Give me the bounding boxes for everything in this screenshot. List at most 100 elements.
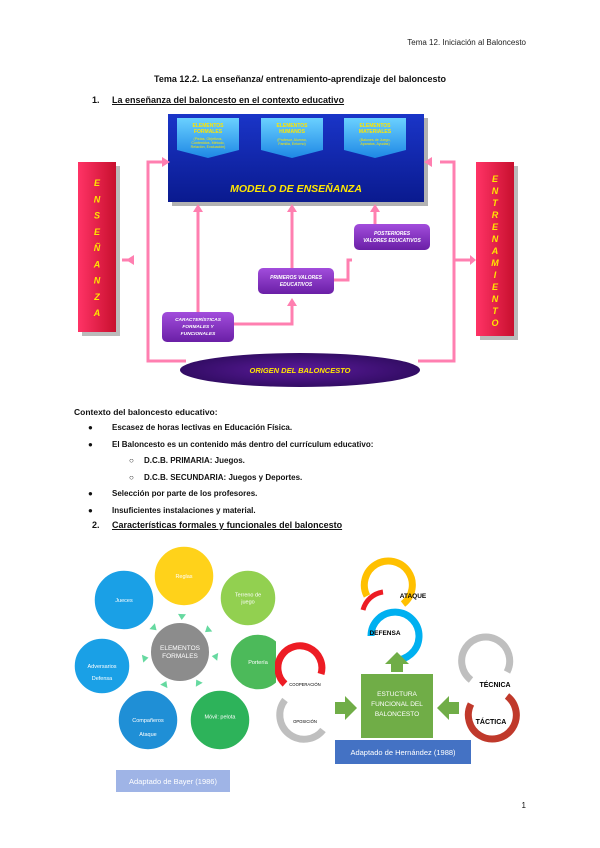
primeros-valores-box (258, 268, 334, 294)
context-heading: Contexto del baloncesto educativo: (74, 407, 218, 417)
center-arrow (211, 652, 219, 661)
bar-letter: E (94, 178, 101, 188)
circle-companeros (117, 689, 179, 751)
hernandez-caption-box (335, 740, 471, 764)
entrenamiento-bar (476, 162, 514, 336)
box3-title-1: ELEMENTOS (359, 123, 391, 129)
primeros-line-1: PRIMEROS VALORES (270, 275, 323, 281)
posteriores-valores-box (354, 224, 430, 250)
context-list-item: Selección por parte de los profesores. (74, 486, 373, 503)
section-2-title: Características formales y funcionales d… (112, 520, 343, 530)
bar-letter: E (492, 282, 499, 292)
box3-sub-2: Aparatos, Ayudas) (360, 142, 389, 146)
bar-letter: I (494, 270, 497, 280)
posteriores-line-1: POSTERIORES (374, 231, 411, 237)
structure-center-line-2: FUNCIONAL DEL (371, 701, 423, 708)
formal-center-line-2: FORMALES (162, 653, 198, 660)
center-arrow (149, 623, 157, 631)
caracteristicas-line-1: CARACTERÍSTICAS (175, 316, 222, 323)
circle-terreno (219, 569, 276, 627)
bar-letter: A (93, 259, 101, 269)
caracteristicas-line-2: FORMALES Y (182, 324, 214, 330)
model-title: MODELO DE ENSEÑANZA (230, 182, 362, 195)
formal-elements-box: ELEMENTOS FORMALES (Pistas, Objetivos, C… (177, 118, 239, 158)
bar-letter: N (492, 234, 499, 244)
origen-label: ORIGEN DEL BALONCESTO (250, 366, 351, 375)
posteriores-line-2: VALORES EDUCATIVOS (363, 238, 421, 244)
structure-center-line-3: BALONCESTO (375, 711, 419, 718)
circle-movil (189, 689, 251, 751)
bar-letter: Z (93, 292, 100, 302)
structure-arrows (335, 652, 459, 720)
document-title: Tema 12.2. La enseñanza/ entrenamiento-a… (154, 74, 446, 84)
bar-letter: A (93, 308, 101, 318)
section-1-title: La enseñanza del baloncesto en el contex… (112, 95, 345, 105)
structure-center-line-1: ESTUCTURA (377, 691, 417, 698)
context-list-item: Insuficientes instalaciones y material. (74, 503, 373, 520)
box2-sub-1: (Profesor, Alumno, (277, 138, 307, 142)
oposicion-label: OPOSICIÓN (293, 719, 317, 724)
bayer-caption: Adaptado de Bayer (1986) (129, 777, 217, 786)
circle-label-movil: Móvil: pelota (205, 715, 237, 721)
context-list-item: El Baloncesto es un contenido más dentro… (74, 437, 373, 454)
bar-letter: O (491, 318, 498, 328)
defensa-label: DEFENSA (369, 630, 400, 637)
formal-arrows (141, 613, 219, 689)
caracteristicas-line-3: FUNCIONALES (181, 331, 216, 337)
circle-label-reglas: Reglas (175, 574, 192, 580)
bar-letter: M (491, 258, 499, 268)
sub-label-defensa: Defensa (92, 676, 113, 682)
cycle-rings (275, 557, 520, 743)
box2-title-2: HUMANOS (279, 129, 305, 135)
bar-letter: N (94, 194, 101, 204)
bar-letter: E (492, 174, 499, 184)
origen-oval (180, 353, 420, 387)
box3-sub-1: (Balones de Juego, (360, 138, 391, 142)
bar-letter: N (492, 294, 499, 304)
arrow-heads (126, 157, 476, 306)
section-1-number: 1. (92, 95, 100, 105)
center-arrow (141, 654, 149, 663)
connector-arrows (122, 160, 470, 363)
bar-letter: Ñ (94, 243, 101, 253)
bayer-caption-box (116, 770, 230, 792)
bar-letter: S (94, 211, 100, 221)
box1-title-2: FORMALES (194, 129, 223, 135)
structure-center-box (361, 674, 433, 738)
formal-center-circle (149, 621, 211, 683)
page-number: 1 (521, 801, 526, 810)
context-list-item: D.C.B. SECUNDARIA: Juegos y Deportes. (74, 470, 373, 487)
circle-porteria (229, 633, 276, 691)
box1-sub-1: (Pistas, Objetivos, (194, 137, 223, 141)
teaching-model-diagram: ELEMENTOS FORMALES (Pistas, Objetivos, C… (78, 114, 518, 387)
functional-structure-diagram: ATAQUE DEFENSA COOPERACIÓN OPOSICIÓN TÉC… (275, 557, 520, 764)
bar-letter: T (492, 306, 499, 316)
box3-title-2: MATERIALES (359, 129, 392, 135)
tecnica-label: TÉCNICA (479, 680, 510, 689)
bar-letter: E (492, 222, 499, 232)
sub-label-ataque: Ataque (139, 732, 156, 738)
caracteristicas-box (162, 312, 234, 342)
center-arrow (205, 625, 213, 633)
box1-sub-3: Relación, Evaluación) (191, 145, 226, 149)
circle-label-companeros: Compañeros (132, 718, 164, 724)
section-2-heading: 2. Características formales y funcionales… (92, 520, 342, 530)
bar-letter: T (492, 198, 499, 208)
human-elements-box: ELEMENTOS HUMANOS (Profesor, Alumno, Fam… (261, 118, 323, 158)
circle-reglas (153, 545, 215, 607)
bar-letter: N (94, 276, 101, 286)
circle-jueces (93, 569, 155, 631)
box2-sub-2: Familia, Entorno) (278, 142, 305, 146)
bar-letter: N (492, 186, 499, 196)
ataque-label: ATAQUE (400, 593, 427, 600)
context-list-item: Escasez de horas lectivas en Educación F… (74, 420, 373, 437)
box1-title-1: ELEMENTOS (192, 123, 224, 129)
cooperacion-label: COOPERACIÓN (289, 682, 320, 687)
center-arrow (178, 613, 186, 621)
primeros-line-2: EDUCATIVOS (280, 282, 313, 288)
context-list: Escasez de horas lectivas en Educación F… (74, 420, 373, 519)
context-list-item: D.C.B. PRIMARIA: Juegos. (74, 453, 373, 470)
center-arrow (160, 680, 168, 689)
bar-letter: A (491, 246, 499, 256)
section-2-number: 2. (92, 520, 100, 530)
